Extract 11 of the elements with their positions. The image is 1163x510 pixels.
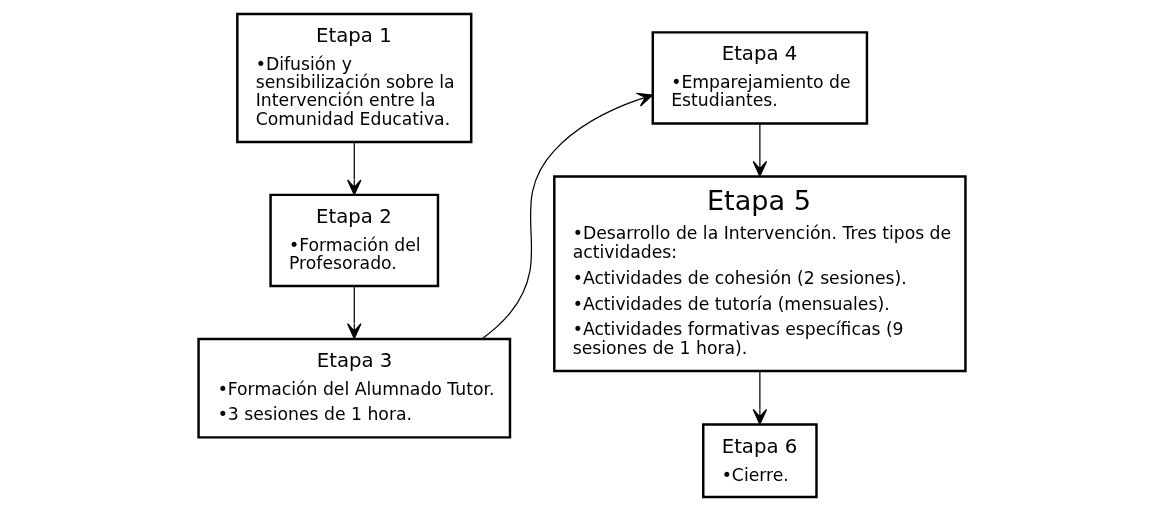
node-box: Etapa 6 •Cierre.	[701, 422, 818, 498]
node-box: Etapa 5 •Desarrollo de la Intervención. Tres tipos de actividades: •Actividades de cohesión (2 sesiones). •Actividades de tutoría (mensuales). •Actividades formativas específicas (9 sesiones de 1 hora).	[552, 174, 967, 372]
arrow	[346, 141, 362, 195]
node-box: Etapa 4 •Emparejamiento de Estudiantes.	[651, 30, 868, 125]
node-box: Etapa 3 •Formación del Alumnado Tutor. •3 sesiones de 1 hora.	[196, 337, 511, 439]
node-box: Etapa 1 •Difusión y sensibilización sobre la Intervención entre la Comunidad Educativa.	[235, 12, 472, 143]
node-box: Etapa 2 •Formación del Profesorado.	[268, 193, 439, 287]
arrow	[752, 370, 767, 425]
arrow	[752, 122, 767, 177]
arrow	[346, 284, 362, 339]
arrow	[481, 92, 653, 339]
